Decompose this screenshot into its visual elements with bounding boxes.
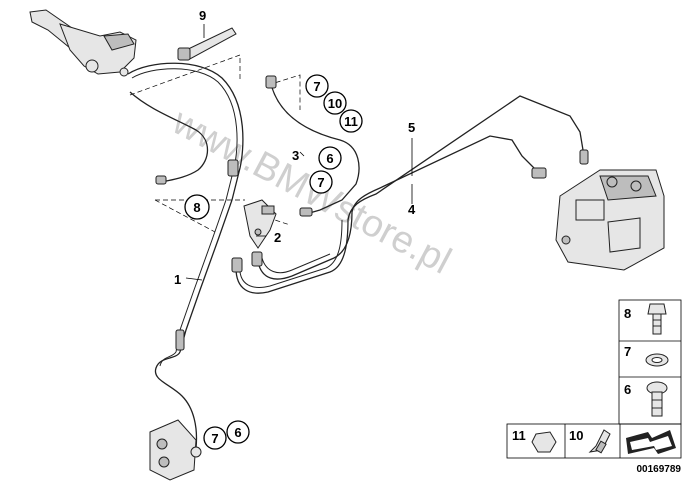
diagram-id: 00169789 [637, 464, 682, 475]
svg-text:11: 11 [344, 114, 358, 129]
brake-line-1 [127, 62, 244, 449]
bracket [243, 199, 277, 249]
svg-text:10: 10 [328, 96, 342, 111]
svg-text:6: 6 [234, 425, 241, 440]
callout-2: 2 [274, 230, 281, 245]
banjo-bolt-icon [646, 381, 668, 417]
legend-8: 8 [624, 306, 631, 321]
callout-1: 1 [174, 272, 181, 287]
svg-text:8: 8 [193, 200, 200, 215]
reference-line [154, 199, 216, 233]
abs-unit [555, 169, 665, 271]
circle-callout-7: 7 [203, 426, 227, 450]
brake-lines-4-5 [231, 95, 589, 294]
legend-10: 10 [569, 428, 583, 443]
callout-9: 9 [199, 8, 206, 23]
callout-4: 4 [408, 202, 416, 217]
washer-icon [645, 353, 669, 367]
circle-callout-11: 11 [339, 109, 363, 133]
bolt-icon [647, 303, 667, 335]
reference-line [267, 74, 301, 110]
circle-callout-10: 10 [323, 91, 347, 115]
circle-callout-7: 7 [309, 170, 333, 194]
svg-text:7: 7 [313, 79, 320, 94]
legend-7: 7 [624, 344, 631, 359]
brake-line-3 [265, 75, 360, 217]
arrow-icon [626, 430, 676, 454]
leader-line [299, 151, 305, 157]
brake-caliper [149, 419, 202, 481]
cap-icon [531, 431, 557, 453]
svg-text:7: 7 [317, 175, 324, 190]
circle-callout-8: 8 [184, 194, 210, 220]
legend-6: 6 [624, 382, 631, 397]
bleed-valve-icon [588, 429, 611, 454]
leader-line [185, 277, 203, 281]
legend-11: 11 [512, 428, 526, 443]
parts-legend: 8 7 6 11 10 [506, 299, 682, 459]
handlebar-master-cylinder [29, 9, 137, 77]
callout-3: 3 [292, 148, 299, 163]
circle-callout-6: 6 [318, 146, 342, 170]
svg-text:7: 7 [211, 431, 218, 446]
svg-text:6: 6 [326, 151, 333, 166]
circle-callout-6: 6 [226, 420, 250, 444]
cable-strap [177, 27, 237, 61]
callout-5: 5 [408, 120, 415, 135]
circle-callout-7: 7 [305, 74, 329, 98]
